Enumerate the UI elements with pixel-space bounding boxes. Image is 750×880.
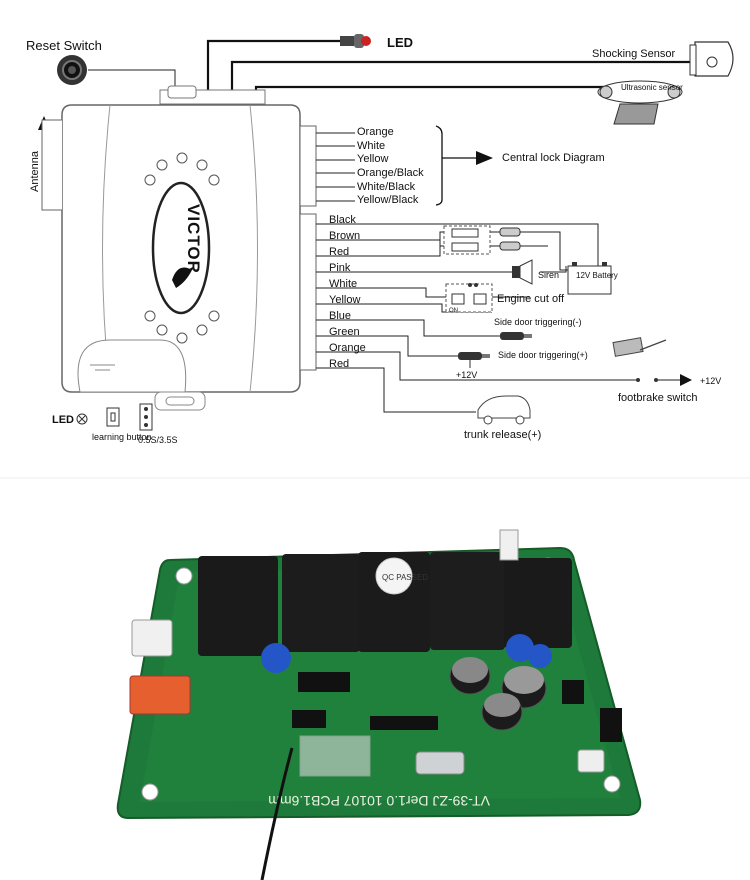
ultrasonic-label: Ultrasonic sensor [621,83,683,92]
trunk-release-label: trunk release(+) [464,429,541,441]
wire-label: Red [329,246,349,258]
wiring-diagram: Reset Switch LED Shocking Sensor Ultraso… [0,34,750,479]
central-lock-connector [299,125,317,207]
pcb-photo: QC PASSED VT-39-ZJ Der1.0 10107 PCB1.6mm [0,480,750,880]
svg-text:QC PASSED: QC PASSED [382,573,428,582]
wire-label: Orange/Black [357,167,424,179]
wire-label: Green [329,326,360,338]
battery-label: 12V Battery [576,271,618,280]
wire-label: White/Black [357,181,416,193]
crystal [415,751,465,775]
shocking-sensor-label: Shocking Sensor [592,48,675,60]
ic-chip [298,672,350,692]
relay-block [198,552,572,656]
jumper-icon [139,403,153,431]
battery-icon [567,262,612,295]
shocking-sensor-icon [689,41,734,77]
led-bottom-label: LED [52,414,74,426]
pcb-silkscreen: VT-39-ZJ Der1.0 10107 PCB1.6mm [268,793,490,809]
connector-white [131,619,173,657]
alarm-control-box [41,85,301,411]
siren-label: Siren [538,270,559,280]
side-door-neg-label: Side door triggering(-) [494,317,582,327]
siren-icon [512,259,533,285]
plus12v-right-label: +12V [700,376,721,386]
led-top-label: LED [387,35,413,50]
central-lock-wires [316,132,355,202]
connector-orange [129,675,191,715]
learning-button [577,749,605,773]
fuse-icon [443,225,521,255]
bracket [435,125,443,206]
reset-switch-label: Reset Switch [26,38,102,53]
footbrake-pedal-icon [612,337,667,382]
plus12v-left-label: +12V [456,370,477,380]
wire-label: Blue [329,310,351,322]
wire-label: Black [329,214,356,226]
arrow-right-icon [680,374,692,386]
wire-label: Orange [329,342,366,354]
wire-label: Yellow [329,294,360,306]
wire-label: Red [329,358,349,370]
door-switch-icon-neg [500,332,532,340]
led-indicator-icon [76,413,88,425]
wire-label: Yellow/Black [357,194,419,206]
electrolytic-capacitors [449,657,547,731]
footbrake-label: footbrake switch [618,392,697,404]
wire-label: Brown [329,230,360,242]
timing-label: 0.5S/3.5S [138,435,178,445]
learning-label: learning button [92,432,152,442]
side-door-pos-label: Side door triggering(+) [498,350,588,360]
wire-label: Pink [329,262,351,274]
car-trunk-icon [477,395,531,425]
arrow-right-icon [476,151,493,165]
learning-button-icon [106,407,120,427]
ultrasonic-sensor-icon [597,80,683,125]
engine-cut-off-label: Engine cut off [497,293,565,305]
relay-icon [445,283,493,313]
wire-label: Yellow [357,153,388,165]
antenna-label: Antenna [29,150,41,192]
main-wire-connector [299,213,317,371]
qc-sticker: QC PASSED [375,557,428,595]
brand-logo: VICTOR [184,204,203,274]
rf-module [299,735,371,777]
relay-on-label: ON [449,308,458,314]
jumper-header [600,708,622,742]
reset-switch-icon [57,55,87,85]
led-icon-top [340,34,371,48]
capacitor-blue [261,643,291,673]
door-switch-icon-pos [458,352,490,368]
central-lock-label: Central lock Diagram [502,152,605,164]
antenna-wire [260,747,294,880]
wire-label: Orange [357,126,394,138]
wire-label: White [329,278,357,290]
wire-label: White [357,140,385,152]
